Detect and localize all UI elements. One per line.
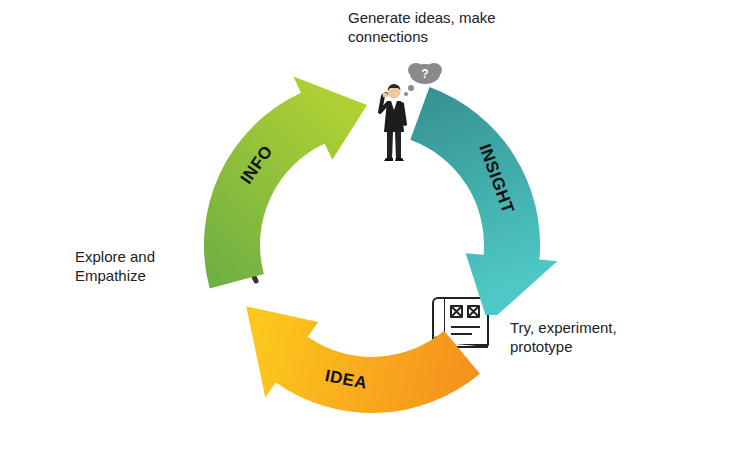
- arrow-body: [410, 87, 557, 315]
- info-arrow: INFO: [190, 55, 400, 305]
- arrow-shape: [190, 55, 400, 305]
- arrow-body: [204, 76, 367, 288]
- idea-arrow: IDEA: [195, 265, 525, 425]
- arrow-shape: [195, 265, 525, 425]
- step-note: Try, experiment, prototype: [510, 318, 660, 356]
- thinking-person: [380, 84, 405, 161]
- step-note: Explore and Empathize: [75, 247, 190, 285]
- insight-arrow: INSIGHT: [360, 55, 565, 315]
- arrow-shape: [360, 55, 565, 315]
- arrow-body: [246, 306, 480, 413]
- question-mark: ?: [421, 68, 428, 80]
- step-note: Generate ideas, make connections: [348, 8, 520, 46]
